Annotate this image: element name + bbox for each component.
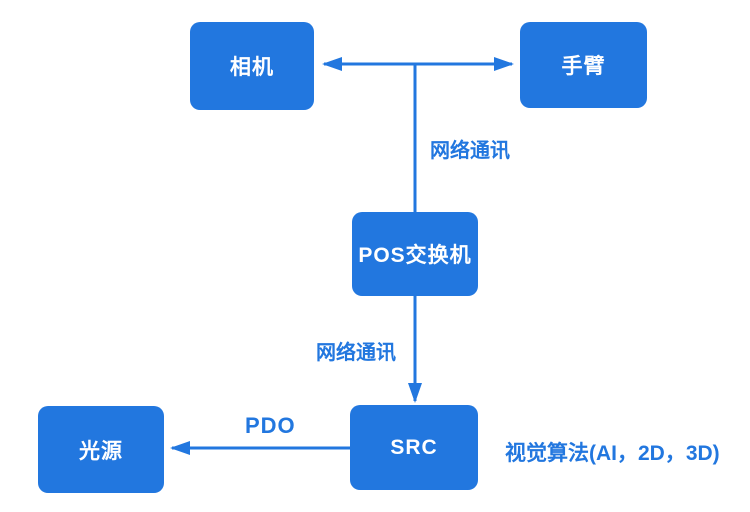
annotation-vision-algorithm: 视觉算法(AI，2D，3D) bbox=[505, 442, 720, 465]
node-light-source-label: 光源 bbox=[79, 439, 123, 463]
node-src-label: SRC bbox=[390, 435, 438, 459]
node-pos-switch-label: POS交换机 bbox=[358, 244, 472, 267]
node-src: SRC bbox=[350, 405, 478, 490]
edge-label-network-comm-top: 网络通讯 bbox=[430, 140, 510, 162]
node-camera-label: 相机 bbox=[230, 56, 274, 79]
edge-label-pdo: PDO bbox=[245, 413, 296, 438]
node-arm: 手臂 bbox=[520, 22, 647, 108]
node-arm-label: 手臂 bbox=[561, 55, 606, 78]
node-pos-switch: POS交换机 bbox=[352, 212, 478, 296]
edge-label-network-comm-bottom: 网络通讯 bbox=[316, 342, 396, 364]
node-light-source: 光源 bbox=[38, 406, 164, 493]
node-camera: 相机 bbox=[190, 22, 314, 110]
